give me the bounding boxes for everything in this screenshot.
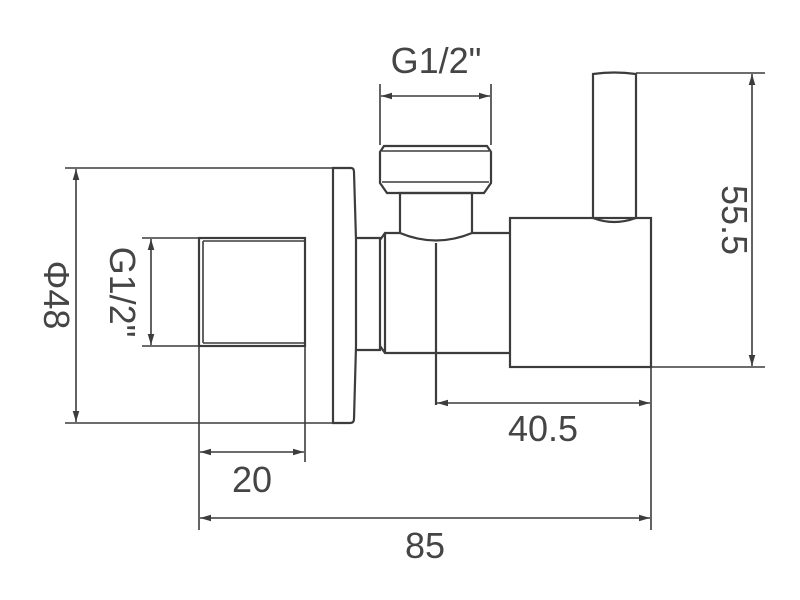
dim-total-length: 85 [200,514,650,566]
label-inlet-thread: G1/2" [102,247,143,338]
body [379,231,510,355]
dim-flange-diameter: Φ48 [36,167,333,424]
handle-block [508,216,653,369]
dim-height: 55.5 [636,72,765,368]
label-height: 55.5 [714,185,755,255]
inlet-thread [197,236,307,348]
label-thread-length: 20 [232,459,272,500]
valve-body [197,71,653,425]
dim-handle-offset: 40.5 [437,367,652,530]
label-flange-diameter: Φ48 [36,261,77,330]
dim-thread-length: 20 [198,346,306,530]
handle-lever [591,71,638,224]
label-top-thread: G1/2" [391,40,482,81]
shoulder [356,236,382,352]
dim-top-thread: G1/2" [379,40,492,145]
flange [331,166,358,425]
outlet-nut [378,144,493,195]
outlet-neck [398,191,474,233]
dim-inlet-thread: G1/2" [102,237,199,347]
label-total-length: 85 [405,525,445,566]
label-handle-offset: 40.5 [508,408,578,449]
